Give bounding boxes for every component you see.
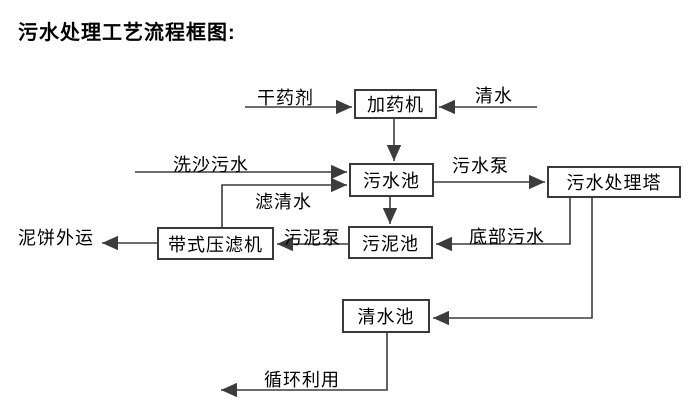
edge-label-sludge-pump: 污泥泵 bbox=[284, 228, 341, 248]
node-belt-filter-press: 带式压滤机 bbox=[157, 227, 274, 260]
arrow-treatment-tower-to-clean-water-pool bbox=[433, 198, 593, 326]
arrow-clean-water-pool-to-recycling bbox=[221, 333, 388, 398]
edge-label-sand-washing-sewage: 洗沙污水 bbox=[173, 155, 249, 175]
node-dosing-machine: 加药机 bbox=[354, 89, 437, 119]
edge-label-clean-water: 清水 bbox=[475, 86, 513, 106]
node-clean-water-pool: 清水池 bbox=[342, 299, 430, 333]
node-sludge-pool: 污泥池 bbox=[348, 226, 433, 259]
node-sewage-treatment-tower: 污水处理塔 bbox=[547, 166, 681, 198]
edge-label-filtered-water: 滤清水 bbox=[255, 192, 312, 212]
arrow-filtered-water-to-sewage-pool bbox=[221, 177, 347, 227]
edge-label-recycling: 循环利用 bbox=[264, 370, 340, 390]
arrow-bottom-sewage-to-sludge-pool bbox=[436, 198, 571, 252]
edge-label-mud-cake-out: 泥饼外运 bbox=[18, 228, 94, 248]
edge-label-sewage-pump: 污水泵 bbox=[452, 156, 509, 176]
diagram-title: 污水处理工艺流程框图: bbox=[18, 22, 236, 44]
edge-label-dry-chemical: 干药剂 bbox=[257, 88, 314, 108]
edge-label-bottom-sewage: 底部污水 bbox=[469, 227, 545, 247]
node-sewage-pool: 污水池 bbox=[349, 163, 434, 197]
